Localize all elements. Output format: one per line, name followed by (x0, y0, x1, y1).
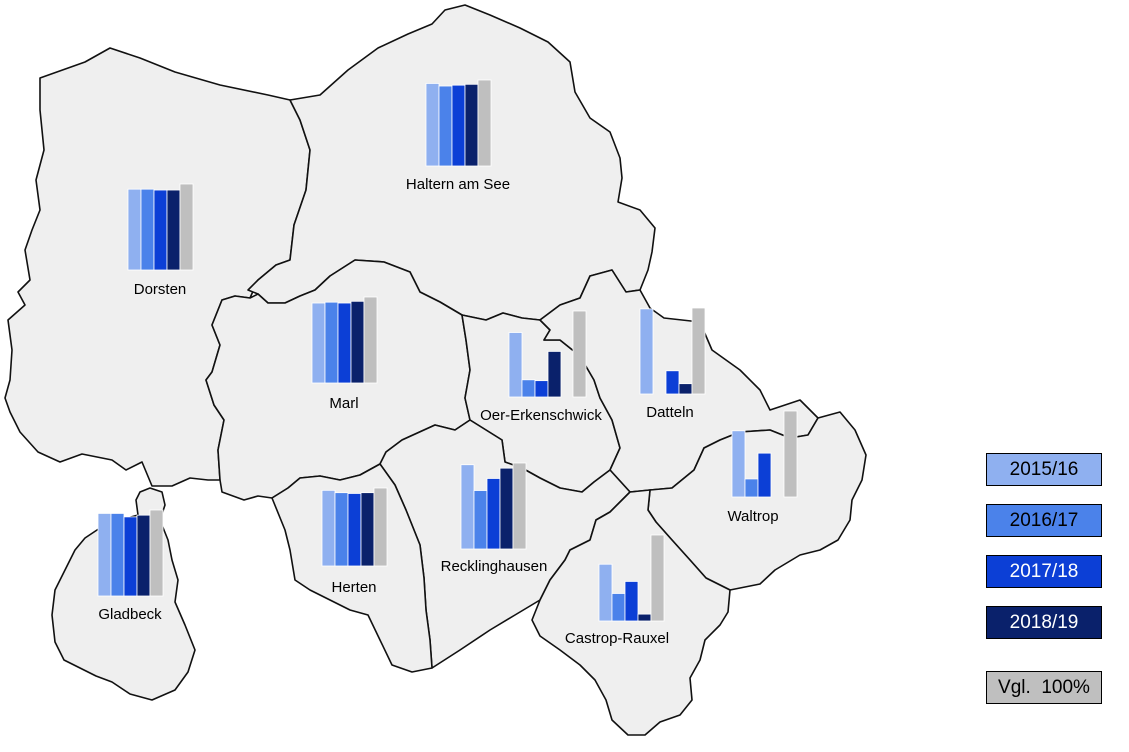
bar-gladbeck-2016-17 (110, 513, 125, 597)
bar-dorsten-2018-19 (166, 189, 181, 271)
bar-castrop-rauxel-2015-16 (598, 563, 613, 622)
bar-gladbeck-2018-19 (136, 514, 151, 597)
bar-recklinghausen-reference (512, 462, 527, 550)
region-label-castrop-rauxel: Castrop-Rauxel (565, 630, 669, 647)
region-label-datteln: Datteln (646, 404, 694, 421)
bar-haltern-am-see-2017-18 (451, 84, 466, 167)
bar-oer-erkenschwick-2016-17 (521, 379, 536, 398)
bar-marl-reference (363, 296, 378, 384)
bar-recklinghausen-2017-18 (486, 478, 501, 550)
bar-castrop-rauxel-2016-17 (611, 593, 626, 622)
bar-group-castrop-rauxel (598, 534, 665, 622)
bar-oer-erkenschwick-2017-18 (534, 380, 549, 398)
bar-group-waltrop (731, 410, 798, 498)
region-label-haltern-am-see: Haltern am See (406, 176, 510, 193)
region-label-recklinghausen: Recklinghausen (441, 558, 548, 575)
region-label-herten: Herten (331, 579, 376, 596)
bar-marl-2017-18 (337, 302, 352, 384)
bar-groups (97, 79, 798, 622)
region-label-gladbeck: Gladbeck (98, 606, 162, 623)
region-labels: Haltern am SeeDorstenMarlOer-Erkenschwic… (98, 176, 778, 647)
bar-herten-2017-18 (347, 493, 362, 567)
bar-marl-2018-19 (350, 300, 365, 384)
bar-group-haltern-am-see (425, 79, 492, 167)
bar-haltern-am-see-reference (477, 79, 492, 167)
legend-item-2016-17: 2016/17 (986, 504, 1102, 537)
bar-group-herten (321, 487, 388, 567)
bar-datteln-2018-19 (678, 383, 693, 395)
bar-herten-reference (373, 487, 388, 567)
bar-waltrop-2015-16 (731, 430, 746, 498)
district-map: Haltern am SeeDorstenMarlOer-Erkenschwic… (4, 4, 867, 736)
bar-oer-erkenschwick-2015-16 (508, 332, 523, 398)
bar-waltrop-2017-18 (757, 452, 772, 498)
bar-herten-2015-16 (321, 489, 336, 567)
bar-datteln-2017-18 (665, 370, 680, 395)
bar-group-recklinghausen (460, 462, 527, 550)
bar-group-datteln (639, 307, 706, 395)
bar-recklinghausen-2018-19 (499, 467, 514, 550)
bar-haltern-am-see-2018-19 (464, 83, 479, 167)
bar-castrop-rauxel-reference (650, 534, 665, 622)
bar-datteln-2015-16 (639, 308, 654, 395)
bar-dorsten-2017-18 (153, 189, 168, 271)
region-label-oer-erkenschwick: Oer-Erkenschwick (480, 407, 602, 424)
bar-oer-erkenschwick-reference (572, 310, 587, 398)
bar-marl-2016-17 (324, 301, 339, 384)
bar-oer-erkenschwick-2018-19 (547, 351, 562, 398)
bar-haltern-am-see-2015-16 (425, 83, 440, 167)
region-label-marl: Marl (329, 395, 358, 412)
region-herten (271, 463, 433, 673)
bar-recklinghausen-2015-16 (460, 464, 475, 550)
bar-marl-2015-16 (311, 302, 326, 384)
bar-dorsten-2015-16 (127, 188, 142, 271)
bar-gladbeck-reference (149, 509, 164, 597)
bar-dorsten-reference (179, 183, 194, 271)
bar-haltern-am-see-2016-17 (438, 85, 453, 167)
bar-group-oer-erkenschwick (508, 310, 587, 398)
bar-waltrop-2016-17 (744, 478, 759, 498)
bar-waltrop-reference (783, 410, 798, 498)
region-label-dorsten: Dorsten (134, 281, 187, 298)
bar-group-gladbeck (97, 509, 164, 597)
bar-dorsten-2016-17 (140, 188, 155, 271)
region-label-waltrop: Waltrop (727, 508, 778, 525)
bar-castrop-rauxel-2018-19 (637, 613, 652, 622)
bar-group-marl (311, 296, 378, 384)
bar-group-dorsten (127, 183, 194, 271)
bar-herten-2016-17 (334, 492, 349, 567)
bar-gladbeck-2017-18 (123, 516, 138, 597)
bar-herten-2018-19 (360, 492, 375, 567)
bar-recklinghausen-2016-17 (473, 490, 488, 550)
bar-datteln-reference (691, 307, 706, 395)
bar-gladbeck-2015-16 (97, 513, 112, 597)
legend-item-2015-16: 2015/16 (986, 453, 1102, 486)
legend-item-reference: Vgl. 100% (986, 671, 1102, 704)
legend-item-2018-19: 2018/19 (986, 606, 1102, 639)
bar-castrop-rauxel-2017-18 (624, 581, 639, 622)
legend-item-2017-18: 2017/18 (986, 555, 1102, 588)
